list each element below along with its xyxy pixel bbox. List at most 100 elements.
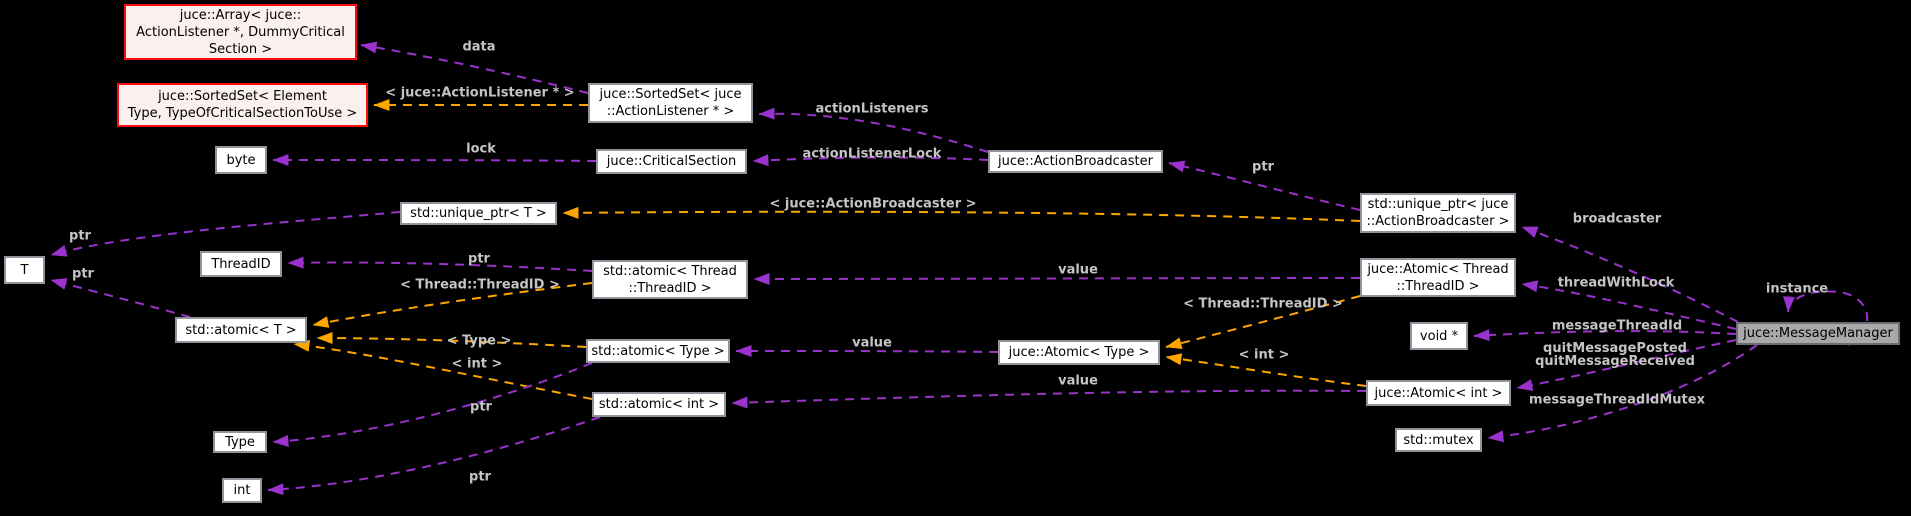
node-critical-section[interactable]: juce::CriticalSection xyxy=(596,149,747,174)
node-message-manager: juce::MessageManager xyxy=(1736,322,1900,345)
node-label-line: void * xyxy=(1419,328,1459,344)
node-label-line: juce::MessageManager xyxy=(1743,326,1893,341)
node-label-line: ::ThreadID > xyxy=(628,280,712,296)
edge-juce-atomic-threadid-to-atomic-threadid xyxy=(753,272,1361,285)
node-unique-ptr-ab[interactable]: std::unique_ptr< juce::ActionBroadcaster… xyxy=(1360,193,1516,233)
node-label-line: byte xyxy=(226,152,256,168)
node-array[interactable]: juce::Array< juce::ActionListener *, Dum… xyxy=(124,4,357,60)
edge-label-instance: instance xyxy=(1765,281,1829,297)
node-thread-id[interactable]: ThreadID xyxy=(200,251,282,277)
edge-label-type: < Type > xyxy=(446,333,512,349)
node-label-line: ::ActionListener * > xyxy=(606,104,735,119)
edge-label-ptr: ptr xyxy=(468,251,490,267)
edge-atomic-type-to-atomic-t xyxy=(316,332,587,348)
edge-label-ptr: ptr xyxy=(469,469,491,485)
node-label-line: ActionListener *, DummyCritical xyxy=(136,24,345,40)
edge-label-juceactionbroadcaster: < juce::ActionBroadcaster > xyxy=(769,196,977,212)
node-label-line: juce::Atomic< int > xyxy=(1374,385,1503,401)
node-juce-atomic-threadid[interactable]: juce::Atomic< Thread::ThreadID > xyxy=(1360,258,1516,297)
node-int[interactable]: int xyxy=(222,478,262,503)
edge-label-messagethreadidmutex: messageThreadIdMutex xyxy=(1529,392,1705,408)
edge-label-ptr: ptr xyxy=(69,228,91,244)
node-mutex[interactable]: std::mutex xyxy=(1395,428,1482,452)
node-label-line: std::unique_ptr< T > xyxy=(410,206,547,221)
node-label-line: Type xyxy=(225,434,255,450)
node-action-broadcaster[interactable]: juce::ActionBroadcaster xyxy=(988,150,1163,173)
edge-atomic-type-to-type xyxy=(272,362,593,447)
node-label-line: ::ThreadID > xyxy=(1396,278,1480,294)
edge-label-actionlisteners: actionListeners xyxy=(815,101,929,117)
node-label-line: int xyxy=(233,483,251,498)
node-label-line: juce::Array< juce:: xyxy=(179,7,302,23)
edge-label-data: data xyxy=(462,39,496,55)
node-label-line: Type, TypeOfCriticalSectionToUse > xyxy=(127,106,358,121)
edge-label-value: value xyxy=(1058,373,1098,389)
edge-unique-ptr-ab-to-action-broadcaster xyxy=(1168,160,1361,211)
edge-atomic-int-to-int xyxy=(267,416,601,496)
edge-juce-atomic-int-to-juce-atomic-type xyxy=(1165,353,1367,387)
node-label-line: juce::SortedSet< juce xyxy=(599,87,742,102)
edge-label-threadthreadid: < Thread::ThreadID > xyxy=(1183,296,1343,312)
edge-sortedset-inst-to-array xyxy=(360,41,589,94)
node-juce-atomic-int[interactable]: juce::Atomic< int > xyxy=(1366,380,1511,406)
edge-unique-ptr-ab-to-unique-ptr-t xyxy=(562,206,1361,222)
edge-label-juceactionlistener: < juce::ActionListener * > xyxy=(385,85,575,101)
edge-juce-atomic-int-to-atomic-int xyxy=(731,389,1367,409)
edge-juce-atomic-type-to-atomic-type xyxy=(735,345,999,358)
node-label-line: ThreadID xyxy=(211,256,271,272)
edge-atomic-t-to-t xyxy=(50,278,191,318)
node-label-line: std::atomic< int > xyxy=(598,397,720,412)
node-label-line: std::unique_ptr< juce xyxy=(1367,197,1509,212)
node-t[interactable]: T xyxy=(4,256,45,284)
node-label-line: std::atomic< Type > xyxy=(591,343,725,359)
edge-unique-ptr-t-to-t xyxy=(50,211,401,257)
edge-critical-section-to-byte xyxy=(272,154,597,167)
edge-label-ptr: ptr xyxy=(1252,159,1274,175)
node-atomic-int[interactable]: std::atomic< int > xyxy=(592,392,726,417)
edge-action-broadcaster-to-critical-section xyxy=(752,154,989,167)
node-label-line: std::atomic< Thread xyxy=(603,263,737,279)
node-unique-ptr-t[interactable]: std::unique_ptr< T > xyxy=(400,202,557,225)
edge-label-threadwithlock: threadWithLock xyxy=(1557,275,1675,291)
edge-label-int: < int > xyxy=(451,356,503,372)
edge-label-lock: lock xyxy=(466,141,496,157)
node-label-line: juce::SortedSet< Element xyxy=(158,89,327,104)
edge-juce-atomic-threadid-to-juce-atomic-type xyxy=(1165,295,1361,349)
node-label-line: T xyxy=(20,262,29,278)
edge-label-messagethreadid: messageThreadId xyxy=(1551,318,1683,334)
node-label-line: juce::ActionBroadcaster xyxy=(998,154,1153,169)
node-sortedset-inst[interactable]: juce::SortedSet< juce::ActionListener * … xyxy=(588,83,753,123)
node-label-line: juce::CriticalSection xyxy=(606,154,737,169)
node-byte[interactable]: byte xyxy=(215,146,267,174)
edge-label-ptr: ptr xyxy=(72,266,94,282)
node-type[interactable]: Type xyxy=(213,431,267,453)
node-label-line: std::mutex xyxy=(1403,432,1474,448)
edge-label-threadthreadid: < Thread::ThreadID > xyxy=(400,277,560,293)
edge-message-manager-to-juce-atomic-int xyxy=(1516,339,1737,391)
edge-label-int: < int > xyxy=(1238,347,1290,363)
edge-label-actionlistenerlock: actionListenerLock xyxy=(802,146,942,162)
node-juce-atomic-type[interactable]: juce::Atomic< Type > xyxy=(998,340,1160,365)
edge-label-broadcaster: broadcaster xyxy=(1572,211,1662,227)
edge-message-manager-to-juce-atomic-threadid xyxy=(1521,280,1737,330)
node-atomic-t[interactable]: std::atomic< T > xyxy=(175,317,307,343)
node-atomic-type[interactable]: std::atomic< Type > xyxy=(586,339,730,363)
node-atomic-threadid[interactable]: std::atomic< Thread::ThreadID > xyxy=(592,260,748,299)
edge-message-manager-to-mutex xyxy=(1487,344,1758,443)
edge-action-broadcaster-to-sortedset-inst xyxy=(758,107,989,153)
edge-message-manager-to-unique-ptr-ab xyxy=(1521,226,1739,323)
edge-label-value: value xyxy=(852,335,892,351)
edge-label-quitmessageposted: quitMessagePosted quitMessageReceived xyxy=(1535,341,1695,369)
node-label-line: juce::Atomic< Thread xyxy=(1367,261,1509,277)
edge-atomic-threadid-to-thread-id xyxy=(287,256,593,272)
edge-atomic-int-to-atomic-t xyxy=(293,339,593,400)
node-label-line: std::atomic< T > xyxy=(185,322,297,338)
edge-message-manager-to-void-ptr xyxy=(1473,329,1737,342)
node-void-ptr[interactable]: void * xyxy=(1410,322,1468,350)
node-label-line: ::ActionBroadcaster > xyxy=(1366,214,1510,229)
edge-label-ptr: ptr xyxy=(470,399,492,415)
node-label-line: Section > xyxy=(208,41,273,57)
